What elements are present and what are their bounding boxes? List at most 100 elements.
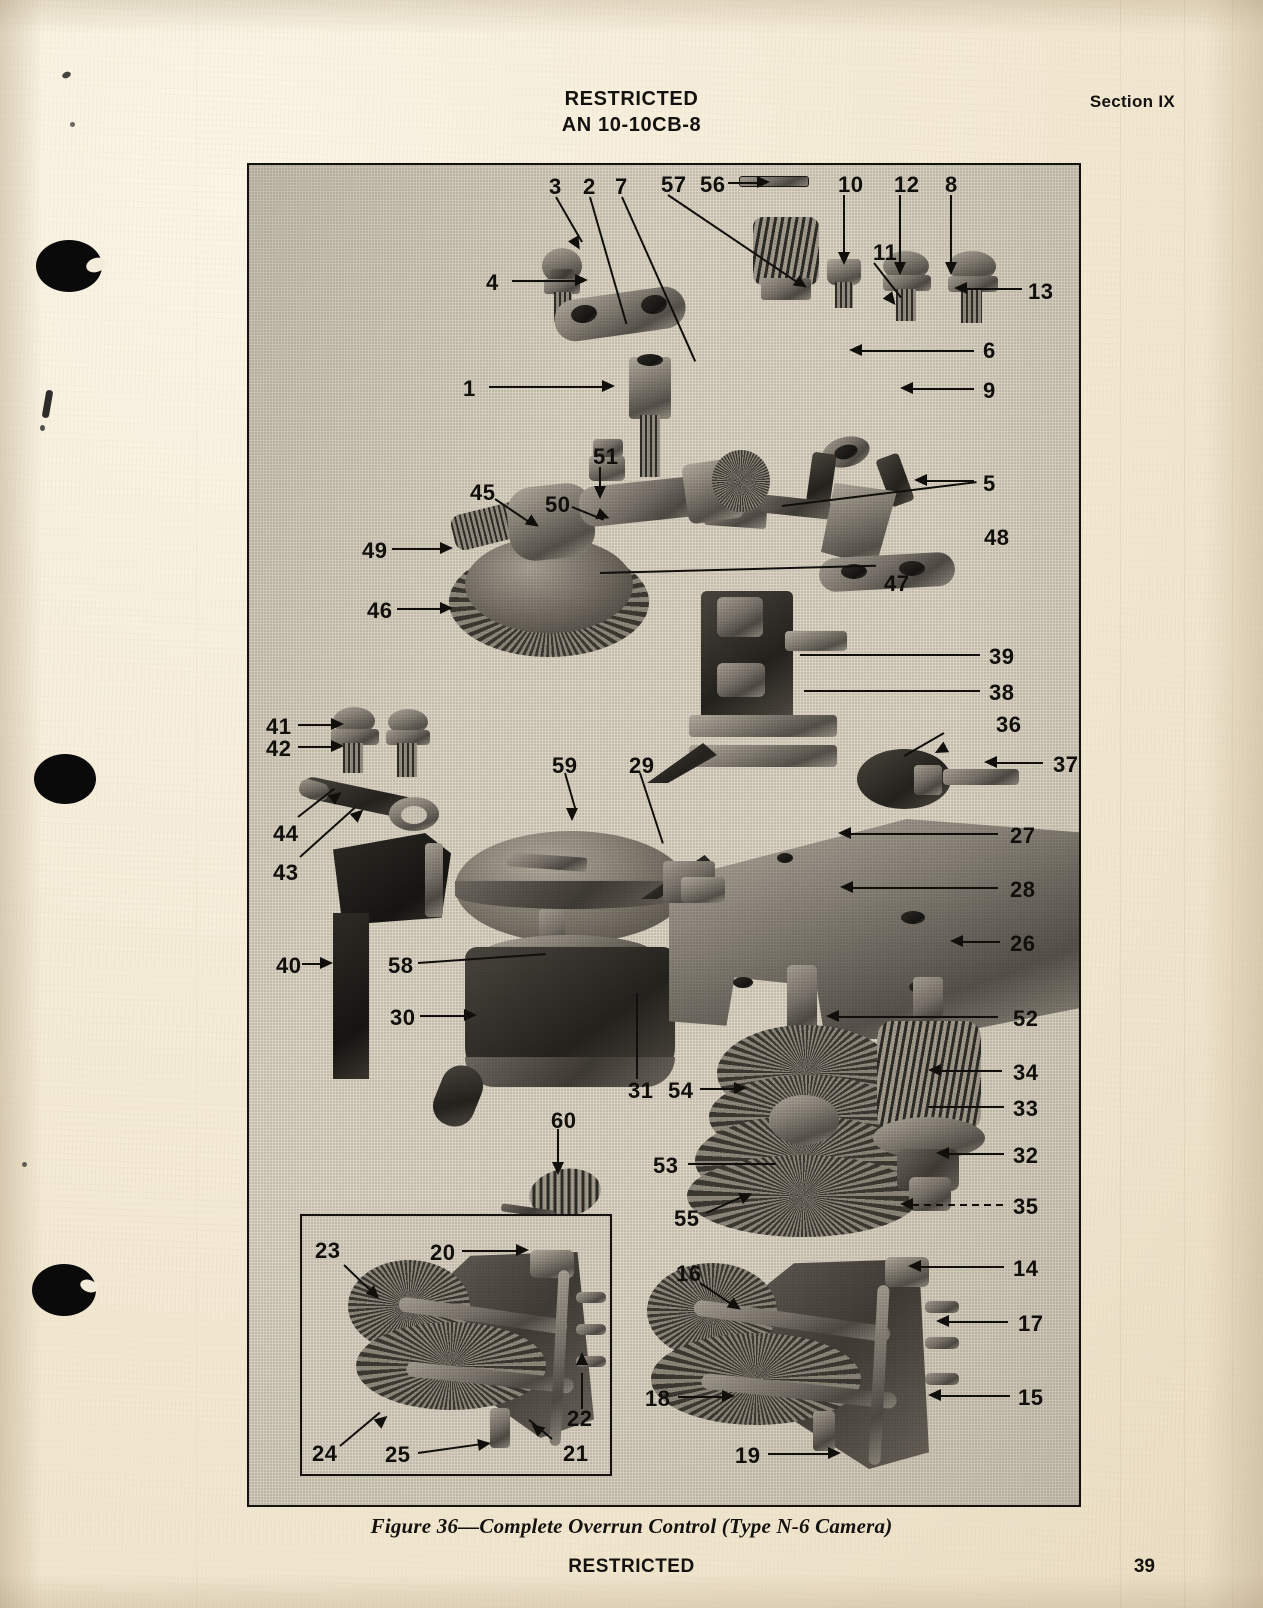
binder-punch-hole: [34, 754, 96, 804]
callout-23: 23: [315, 1238, 341, 1263]
callout-40: 40: [276, 953, 302, 978]
scan-artifact-line: [1120, 0, 1121, 1608]
callout-48: 48: [984, 525, 1010, 550]
part-screw-thread: [343, 743, 363, 773]
callout-60: 60: [551, 1108, 577, 1133]
callout-18: 18: [645, 1386, 671, 1411]
leader-line: [995, 762, 1043, 764]
leader-line: [489, 386, 609, 388]
leader-arrow: [602, 380, 615, 392]
part-sector-pin: [576, 1356, 606, 1367]
callout-42: 42: [266, 736, 292, 761]
callout-51: 51: [593, 444, 619, 469]
paper-blemish: [70, 122, 75, 127]
part-bracket-flange: [425, 843, 443, 917]
leader-arrow: [928, 1389, 941, 1401]
part-screw-washer: [883, 275, 931, 291]
scan-artifact-line: [196, 0, 197, 1608]
part-gear-hub: [769, 1095, 839, 1145]
part-roll-pin: [739, 176, 809, 187]
part-screw-thread: [961, 290, 982, 323]
figure-inset-detail: [300, 1214, 612, 1476]
callout-35: 35: [1013, 1194, 1039, 1219]
callout-12: 12: [894, 172, 920, 197]
callout-50: 50: [545, 492, 571, 517]
callout-16: 16: [676, 1261, 702, 1286]
part-pawl-stop-28: [681, 877, 725, 903]
callout-44: 44: [273, 821, 299, 846]
leader-arrow: [464, 1009, 477, 1021]
leader-arrow: [757, 176, 770, 188]
leader-line: [838, 1016, 998, 1018]
callout-22: 22: [567, 1406, 593, 1431]
callout-17: 17: [1018, 1311, 1044, 1336]
callout-8: 8: [945, 172, 958, 197]
part-switch-contact-38: [717, 663, 765, 697]
part-base-plate-hole: [777, 853, 793, 863]
callout-55: 55: [674, 1206, 700, 1231]
callout-59: 59: [552, 753, 578, 778]
scan-artifact-line: [1232, 0, 1233, 1608]
leader-arrow: [914, 474, 927, 486]
part-standoff-screw: [640, 415, 660, 477]
part-motor-base: [465, 1057, 675, 1087]
leader-arrow: [849, 344, 862, 356]
callout-43: 43: [273, 860, 299, 885]
leader-arrow: [900, 1198, 913, 1210]
leader-line: [392, 548, 446, 550]
callout-10: 10: [838, 172, 864, 197]
leader-line-dashed: [912, 1204, 1004, 1206]
leader-line: [678, 1396, 728, 1398]
part-sector-pin-17: [925, 1301, 959, 1313]
leader-line: [843, 195, 845, 255]
classification-banner-top: RESTRICTED: [564, 88, 699, 110]
leader-arrow: [928, 1064, 941, 1076]
leader-line: [948, 1153, 1004, 1155]
leader-line: [804, 690, 980, 692]
callout-11: 11: [873, 240, 898, 265]
part-sector-screw-14: [885, 1257, 929, 1287]
leader-line: [928, 1106, 1004, 1108]
part-bracket-foot-hole: [899, 561, 925, 576]
part-sector-pin: [925, 1373, 959, 1385]
part-base-plate-hole: [901, 911, 925, 924]
leader-line: [940, 1395, 1010, 1397]
callout-31: 31: [628, 1078, 654, 1103]
leader-line: [688, 1163, 776, 1165]
leader-line: [926, 480, 974, 482]
leader-line: [728, 182, 760, 184]
callout-33: 33: [1013, 1096, 1039, 1121]
leader-arrow: [331, 718, 344, 730]
leader-arrow: [838, 252, 850, 265]
callout-13: 13: [1028, 279, 1054, 304]
part-bevel-gear-48: [712, 450, 770, 512]
part-bracket-foot-hole: [841, 564, 867, 579]
part-cup-screw-thread: [835, 282, 853, 308]
callout-5: 5: [983, 471, 996, 496]
callout-2: 2: [583, 174, 596, 199]
callout-53: 53: [653, 1153, 679, 1178]
callout-14: 14: [1013, 1256, 1039, 1281]
callout-24: 24: [312, 1441, 338, 1466]
callout-39: 39: [989, 644, 1015, 669]
part-switch-base-plate: [689, 715, 837, 737]
callout-41: 41: [266, 714, 292, 739]
part-sector-tab-25: [490, 1408, 510, 1448]
leader-arrow: [477, 1437, 492, 1451]
callout-46: 46: [367, 598, 393, 623]
leader-arrow: [954, 282, 967, 294]
document-number: AN 10-10CB-8: [561, 114, 702, 136]
callout-54: 54: [668, 1078, 694, 1103]
leader-arrow: [516, 1244, 529, 1256]
part-switch-base-plate: [689, 745, 837, 767]
part-worm-33: [877, 1021, 981, 1131]
part-sector-pin: [925, 1337, 959, 1349]
leader-line: [800, 654, 980, 656]
leader-line: [920, 1266, 1004, 1268]
leader-line: [852, 887, 998, 889]
leader-arrow: [722, 1390, 735, 1402]
callout-3: 3: [549, 174, 562, 199]
callout-25: 25: [385, 1442, 411, 1467]
figure-caption: Figure 36—Complete Overrun Control (Type…: [370, 1514, 893, 1538]
callout-47: 47: [884, 571, 910, 596]
